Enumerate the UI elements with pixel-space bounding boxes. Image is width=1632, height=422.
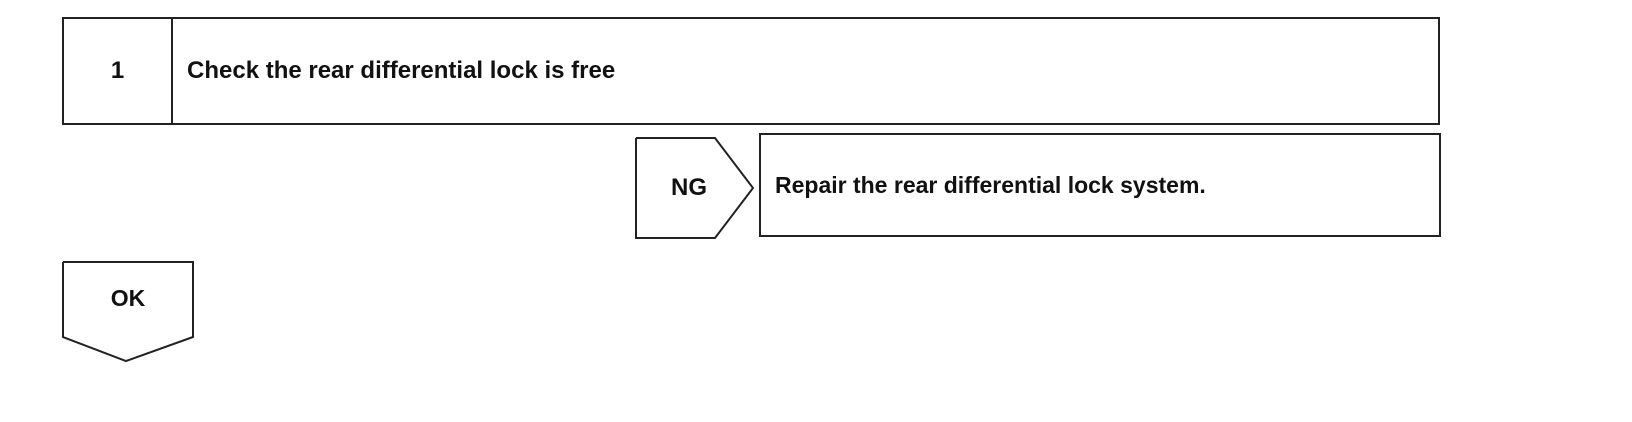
step-box: 1 Check the rear differential lock is fr… [62,17,1440,125]
ok-arrow-shape [62,261,194,363]
ng-arrow-shape [635,137,755,239]
ok-label: OK [110,285,146,311]
ng-arrow-tag: NG [635,136,755,240]
step-title: Check the rear differential lock is free [187,57,616,84]
ng-label: NG [671,174,707,201]
ng-action-box: Repair the rear differential lock system… [759,133,1441,237]
ok-arrow-tag: OK [62,261,194,363]
step-number: 1 [64,19,173,123]
